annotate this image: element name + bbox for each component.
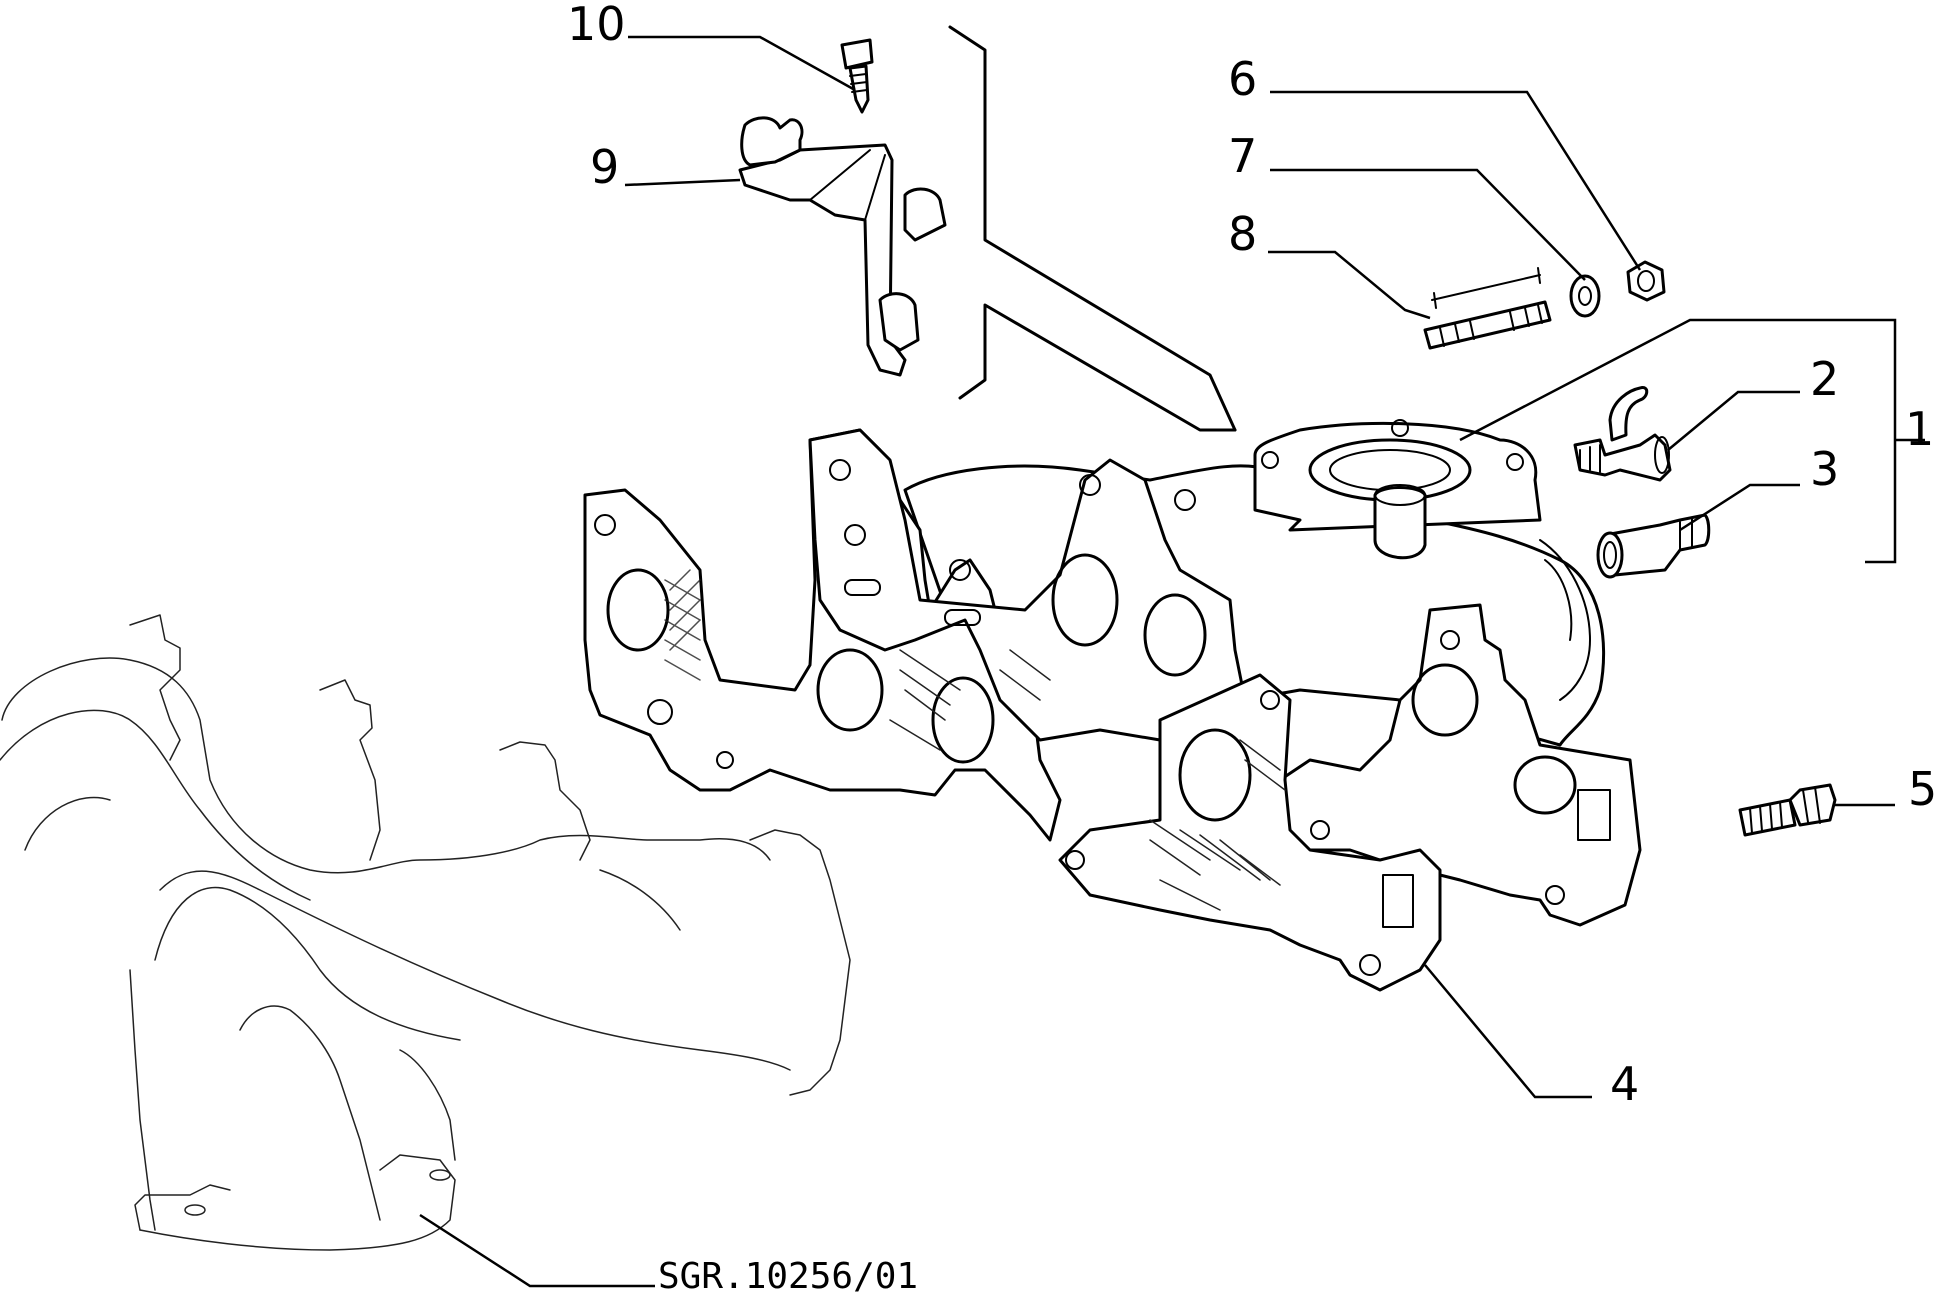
callout-1: 1 [1905, 402, 1934, 456]
gasket-reinforcement-hatch [664, 569, 701, 681]
callout-8: 8 [1228, 207, 1257, 261]
plug-part-3 [1596, 513, 1711, 579]
stud-part-8 [1423, 267, 1552, 350]
callout-7: 7 [1228, 129, 1257, 183]
fitting-part-2 [1573, 386, 1672, 482]
exhaust-manifold-outline [0, 614, 851, 1251]
callout-10: 10 [567, 0, 626, 51]
callout-6: 6 [1228, 52, 1257, 106]
leader-lines [419, 35, 1925, 1288]
callout-5: 5 [1908, 762, 1937, 816]
callout-2: 2 [1810, 352, 1839, 406]
screw-part-10 [840, 38, 874, 114]
callout-labels: 10 9 6 7 8 2 3 1 5 4 SGR.10256/01 [567, 0, 1937, 1294]
nut-part-6 [1626, 260, 1666, 302]
bracket-part-9 [738, 116, 947, 377]
front-gasket [1058, 673, 1442, 992]
reference-code: SGR.10256/01 [658, 1256, 918, 1294]
bolt-part-5 [1738, 783, 1837, 837]
callout-3: 3 [1810, 442, 1839, 496]
callout-9: 9 [590, 140, 619, 194]
detail-zoom-lines [948, 25, 1237, 432]
callout-4: 4 [1610, 1057, 1639, 1111]
rear-gasket [1278, 603, 1642, 927]
washer-part-7 [1569, 274, 1601, 318]
